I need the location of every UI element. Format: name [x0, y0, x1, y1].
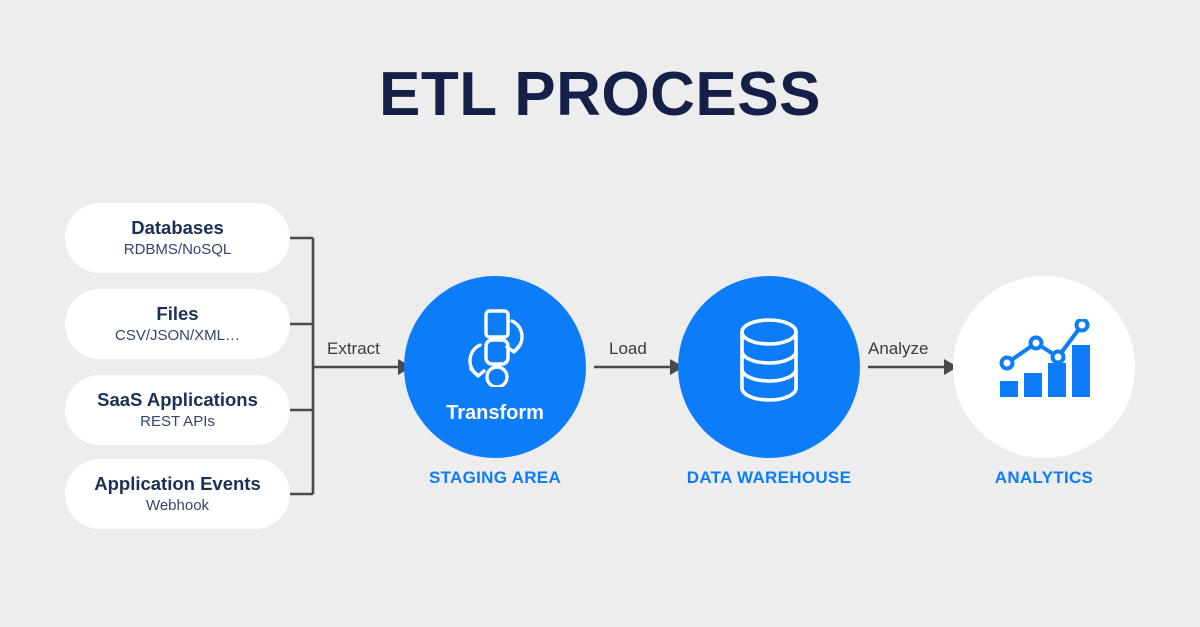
source-box-files[interactable]: Files CSV/JSON/XML… [65, 289, 290, 359]
arrow-label-analyze: Analyze [868, 339, 929, 358]
source-box-databases[interactable]: Databases RDBMS/NoSQL [65, 203, 290, 273]
database-cylinder-icon [734, 317, 804, 407]
source-box-application-events[interactable]: Application Events Webhook [65, 459, 290, 529]
source-title: Databases [131, 216, 224, 238]
stage-circle-staging-area[interactable]: Transform [404, 276, 586, 458]
source-subtitle: RDBMS/NoSQL [123, 240, 232, 258]
stage-inner-label-transform: Transform [446, 402, 544, 424]
source-subtitle: CSV/JSON/XML… [114, 326, 241, 344]
page-title: ETL PROCESS [379, 60, 821, 129]
stage-circle-analytics[interactable] [953, 276, 1135, 458]
arrow-label-load: Load [609, 339, 647, 358]
stage-caption-staging-area: STAGING AREA [428, 468, 562, 487]
stage-caption-analytics: ANALYTICS [994, 468, 1094, 487]
stage-circle-data-warehouse[interactable] [678, 276, 860, 458]
source-subtitle: REST APIs [140, 412, 215, 430]
transform-icon [458, 309, 532, 392]
source-title: Files [156, 302, 199, 324]
source-box-saas-applications[interactable]: SaaS Applications REST APIs [65, 375, 290, 445]
source-subtitle: Webhook [145, 496, 210, 514]
bar-line-chart-icon [996, 317, 1092, 406]
source-title: Application Events [94, 472, 261, 494]
stage-caption-data-warehouse: DATA WAREHOUSE [686, 468, 852, 487]
source-title: SaaS Applications [97, 388, 258, 410]
arrow-label-extract: Extract [327, 339, 380, 358]
